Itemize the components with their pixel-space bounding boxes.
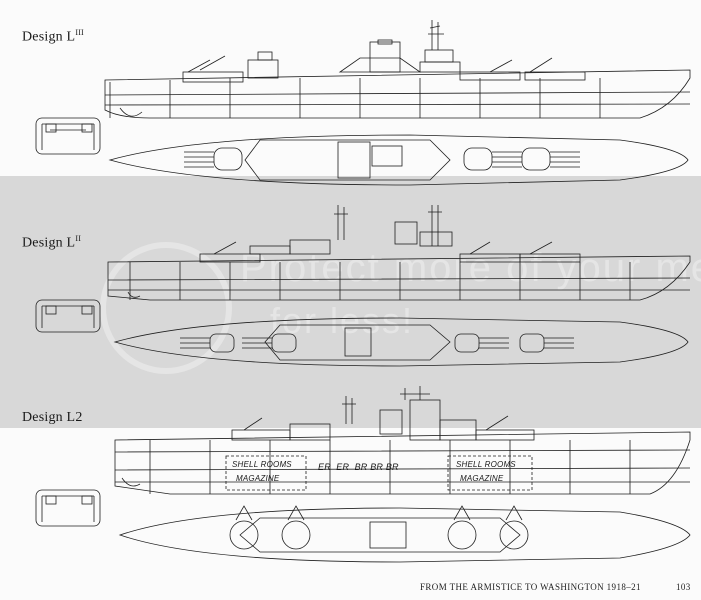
design-l2-plan bbox=[118, 505, 691, 563]
design-l3-plan bbox=[108, 134, 689, 186]
watermark-line2: for less! bbox=[270, 300, 415, 341]
design-label-l2: Design L2 bbox=[22, 410, 83, 425]
design-label-l2-roman: Design LII bbox=[22, 234, 82, 251]
design-label-l3: Design LIII bbox=[22, 28, 84, 45]
magazine-left: MAGAZINE bbox=[236, 474, 280, 483]
watermark-logo bbox=[100, 242, 232, 374]
design-l2-profile bbox=[114, 386, 691, 495]
engine-rooms: ER ER BR BR BR bbox=[318, 462, 399, 472]
magazine-right: MAGAZINE bbox=[460, 474, 504, 483]
page-footer: FROM THE ARMISTICE TO WASHINGTON 1918–21… bbox=[420, 582, 690, 592]
design-l2-roman-plan bbox=[113, 317, 689, 367]
design-l2-section bbox=[35, 489, 101, 527]
shell-rooms-left: SHELL ROOMS bbox=[232, 460, 292, 469]
footer-title: FROM THE ARMISTICE TO WASHINGTON 1918–21 bbox=[420, 582, 641, 592]
shell-rooms-right: SHELL ROOMS bbox=[456, 460, 516, 469]
design-l2-roman-profile bbox=[107, 205, 691, 301]
page-number: 103 bbox=[676, 582, 691, 592]
design-l2-roman-section bbox=[35, 299, 101, 333]
design-l3-profile bbox=[104, 20, 691, 119]
design-l3-section bbox=[35, 117, 101, 155]
